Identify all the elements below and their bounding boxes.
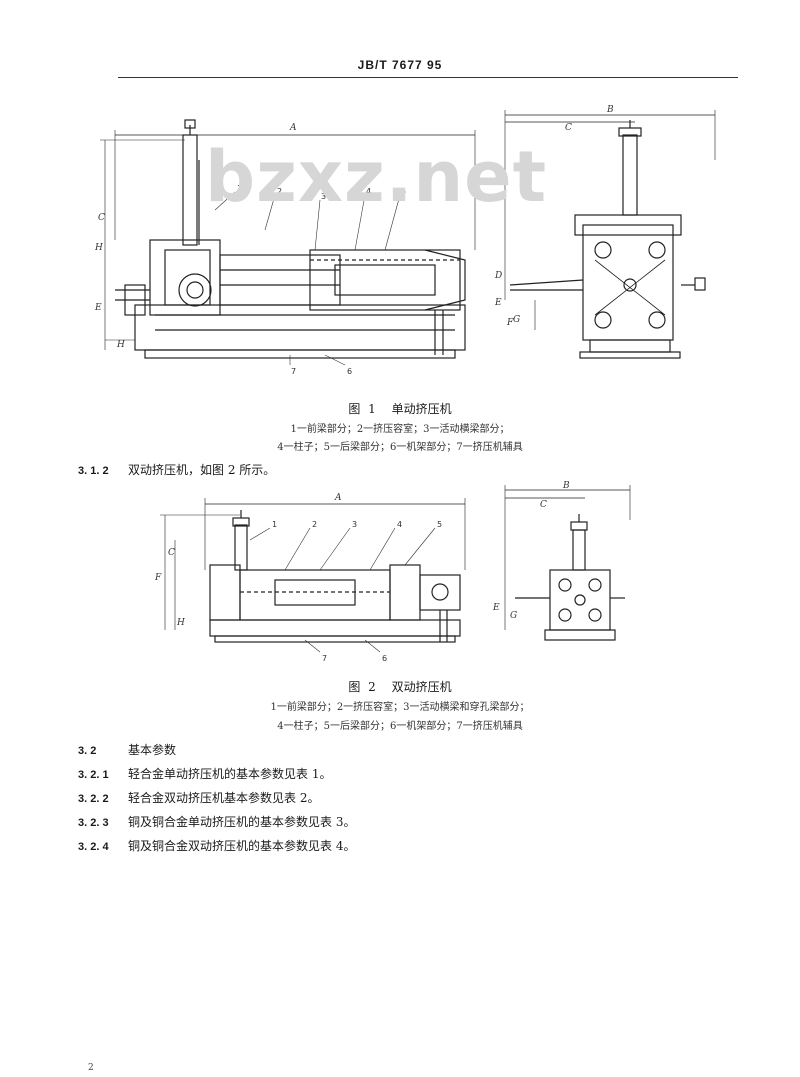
fig1-callout-2: 2 bbox=[277, 187, 282, 196]
section-3-2-4: 3. 2. 4 铜及铜合金双动挤压机的基本参数见表 4。 bbox=[78, 837, 355, 854]
section-number: 3. 2. 1 bbox=[78, 769, 109, 781]
figure2-caption: 图 2 双动挤压机 bbox=[0, 678, 800, 695]
fig1-dim-g: G bbox=[513, 315, 520, 325]
section-text: 轻合金单动挤压机的基本参数见表 1。 bbox=[128, 767, 332, 781]
fig1-callout-6: 6 bbox=[347, 367, 352, 376]
fig2-callout-1: 1 bbox=[272, 520, 277, 529]
section-text: 基本参数 bbox=[128, 743, 177, 757]
figure1-legend-line1: 1一前梁部分；2一挤压容室；3一活动横梁部分； bbox=[290, 424, 510, 435]
fig1-dim-b: B bbox=[606, 105, 614, 115]
fig2-dim-c: C bbox=[168, 548, 175, 558]
fig1-dim-d: D bbox=[494, 271, 502, 281]
fig1-dim-f: F bbox=[506, 318, 514, 328]
fig1-callout-3: 3 bbox=[321, 192, 326, 201]
section-text: 铜及铜合金双动挤压机的基本参数见表 4。 bbox=[128, 839, 356, 853]
figure1-caption: 图 1 单动挤压机 bbox=[0, 400, 800, 417]
fig1-dim-a: A bbox=[289, 123, 297, 133]
page-number: 2 bbox=[88, 1063, 94, 1073]
figure2-caption-title: 双动挤压机 bbox=[391, 680, 452, 694]
fig2-dim-b: B bbox=[562, 481, 570, 491]
fig2-dim-a: A bbox=[334, 493, 342, 503]
figure2-legend-line2: 4一柱子；5一后梁部分；6一机架部分；7一挤压机辅具 bbox=[277, 721, 523, 732]
fig2-dim-c2: C bbox=[540, 500, 547, 510]
figure1-caption-number: 图 1 bbox=[348, 402, 378, 416]
fig2-callout-3: 3 bbox=[352, 520, 357, 529]
figure1-caption-title: 单动挤压机 bbox=[391, 402, 452, 416]
fig2-dim-g: G bbox=[510, 611, 517, 621]
fig2-dim-h: H bbox=[176, 618, 185, 628]
figure1-legend-line2: 4一柱子；5一后梁部分；6一机架部分；7一挤压机辅具 bbox=[277, 442, 523, 453]
fig1-callout-5: 5 bbox=[401, 187, 406, 196]
section-number: 3. 2. 4 bbox=[78, 841, 109, 853]
fig2-dim-f: F bbox=[155, 573, 162, 583]
figure2-legend-line1: 1一前梁部分；2一挤压容室；3一活动横梁和穿孔梁部分； bbox=[270, 702, 530, 713]
fig2-callout-4: 4 bbox=[397, 520, 402, 529]
fig1-callout-7: 7 bbox=[291, 367, 296, 376]
section-number: 3. 2. 3 bbox=[78, 817, 109, 829]
section-number: 3. 2. 2 bbox=[78, 793, 109, 805]
section-number: 3. 1. 2 bbox=[78, 465, 109, 477]
figure2-drawing: 1 2 3 4 5 7 6 A C F H B C E G bbox=[155, 481, 631, 663]
fig1-dim-c: C bbox=[98, 213, 105, 223]
section-3-2-2: 3. 2. 2 轻合金双动挤压机基本参数见表 2。 bbox=[78, 789, 319, 806]
header-rule bbox=[118, 77, 738, 78]
fig2-callout-7: 7 bbox=[322, 654, 327, 663]
watermark: bzxz.net bbox=[205, 136, 548, 218]
section-3-2-1: 3. 2. 1 轻合金单动挤压机的基本参数见表 1。 bbox=[78, 765, 331, 782]
standard-header: JB/T 7677 95 bbox=[357, 58, 443, 72]
fig2-callout-6: 6 bbox=[382, 654, 387, 663]
section-3-1-2: 3. 1. 2 双动挤压机，如图 2 所示。 bbox=[78, 461, 275, 478]
figure1-drawing: 1 2 3 4 5 6 7 A C H H F E B C D E G bbox=[95, 105, 716, 376]
fig2-dim-e: E bbox=[492, 603, 500, 613]
section-text: 铜及铜合金单动挤压机的基本参数见表 3。 bbox=[128, 815, 356, 829]
fig2-callout-2: 2 bbox=[312, 520, 317, 529]
section-text: 双动挤压机，如图 2 所示。 bbox=[128, 463, 276, 477]
section-3-2: 3. 2 基本参数 bbox=[78, 741, 176, 758]
fig1-dim-c2: C bbox=[565, 123, 572, 133]
fig1-dim-e: E bbox=[95, 303, 102, 313]
fig1-callout-4: 4 bbox=[366, 187, 371, 196]
fig1-dim-e2: E bbox=[494, 298, 502, 308]
section-number: 3. 2 bbox=[78, 745, 97, 757]
section-3-2-3: 3. 2. 3 铜及铜合金单动挤压机的基本参数见表 3。 bbox=[78, 813, 355, 830]
section-text: 轻合金双动挤压机基本参数见表 2。 bbox=[128, 791, 320, 805]
fig1-callout-1: 1 bbox=[237, 184, 242, 193]
fig2-callout-5: 5 bbox=[437, 520, 442, 529]
figure2-caption-number: 图 2 bbox=[348, 680, 378, 694]
fig1-dim-h2: H bbox=[116, 340, 125, 350]
fig1-dim-h1: H bbox=[95, 243, 103, 253]
